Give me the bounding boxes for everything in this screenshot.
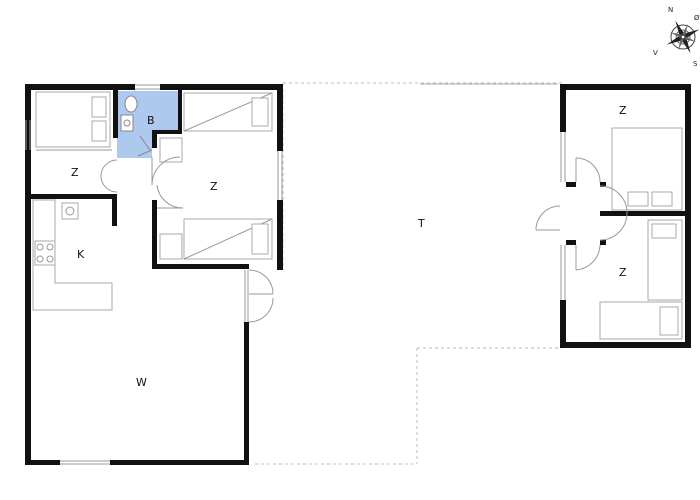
annex-bed-top xyxy=(611,127,683,211)
kitchen-counter xyxy=(32,199,113,311)
terrace-outline xyxy=(255,82,562,465)
room-label-bedroom-top-left: Z xyxy=(71,166,79,179)
wardrobe-middle xyxy=(159,137,183,260)
room-label-annex-bedroom-bottom: Z xyxy=(619,266,627,279)
annex-doors xyxy=(535,157,628,271)
room-label-bathroom: B xyxy=(147,114,155,127)
main-house-walls xyxy=(25,84,283,465)
bed-middle-bottom xyxy=(183,218,273,260)
annex-walls xyxy=(560,84,691,348)
bed-middle-top xyxy=(183,92,273,132)
bathroom-fixtures xyxy=(120,95,153,157)
doors xyxy=(100,156,274,323)
windows xyxy=(25,84,283,465)
room-label-annex-bedroom-top: Z xyxy=(619,104,627,117)
compass-west: V xyxy=(653,49,658,57)
annex-bed-bottom xyxy=(599,219,683,340)
compass-rose-icon xyxy=(666,20,700,54)
compass-east: Ø xyxy=(694,14,700,22)
compass-south: S xyxy=(693,60,698,68)
room-label-terrace: T xyxy=(417,217,425,230)
bed-top-left xyxy=(35,91,112,151)
room-label-bedroom-middle: Z xyxy=(210,180,218,193)
room-label-living-room: W xyxy=(136,376,147,389)
compass-north: N xyxy=(668,6,673,14)
room-label-kitchen: K xyxy=(77,248,85,261)
